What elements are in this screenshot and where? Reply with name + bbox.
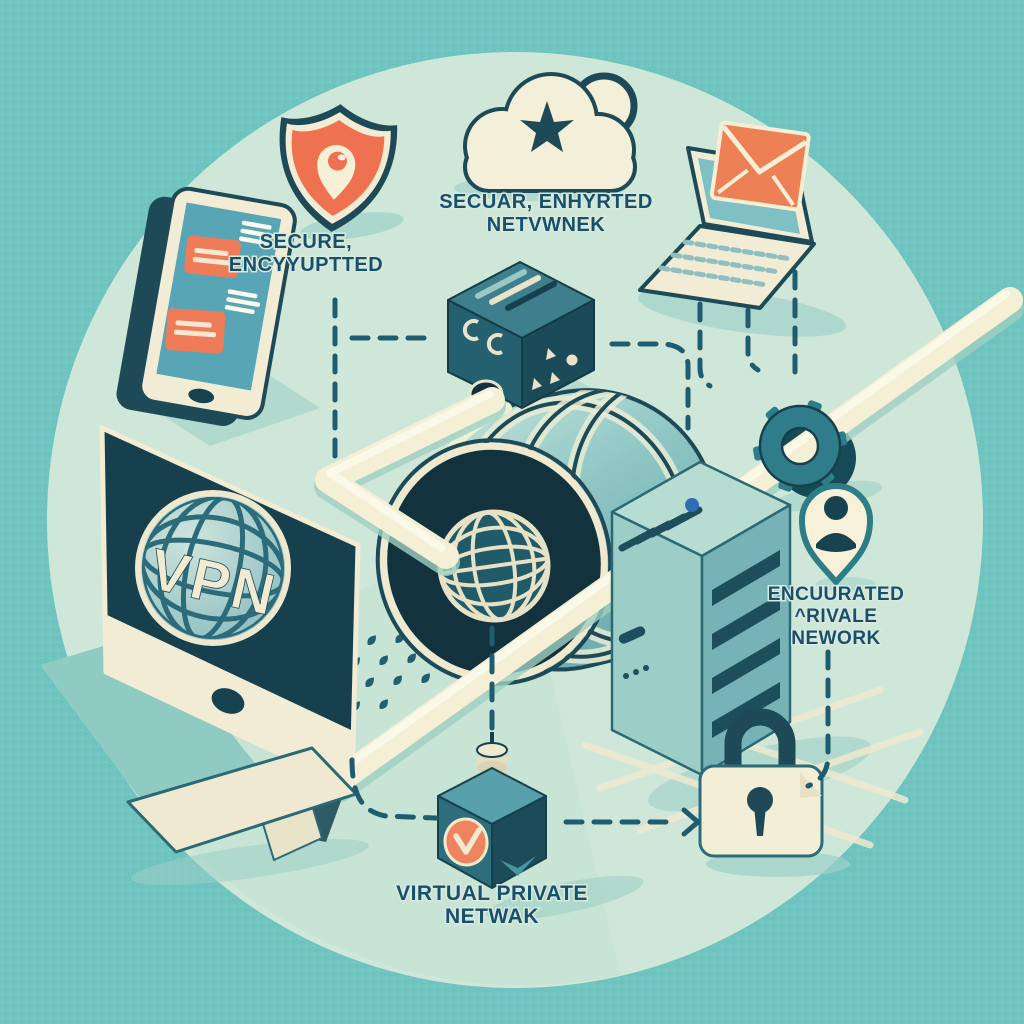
top-caption-line2: NETVWNEK xyxy=(487,214,606,236)
top-caption-line1: SECUAR, ENHYRTED xyxy=(439,191,653,213)
tablet-home-button xyxy=(188,388,215,404)
dashed-connectors xyxy=(332,269,831,825)
left-caption-line1: SECURE, xyxy=(260,231,352,253)
user-location-pin-icon xyxy=(799,483,873,585)
captions: SECURE, ENCYYUPTTED SECUAR, ENHYRTED NET… xyxy=(227,190,905,930)
cloud-star-icon xyxy=(463,72,638,193)
desktop-monitor-vpn-icon: VPN xyxy=(99,425,361,862)
monitor-button xyxy=(211,688,245,714)
server-indicator-dot xyxy=(685,498,699,512)
shield-location-icon xyxy=(279,104,398,232)
bottom-caption-line1: VIRTUAL PRIVATE xyxy=(396,882,588,905)
arrow-right-icon xyxy=(681,807,701,837)
down-chevron-icon xyxy=(500,856,536,876)
monitor-back-panel xyxy=(40,632,262,812)
vpn-emblem: VPN xyxy=(135,490,291,646)
right-caption-line3: NEWORK xyxy=(791,628,881,649)
padlock-icon xyxy=(698,708,824,858)
email-envelope-icon xyxy=(709,120,811,212)
power-adapter-icon xyxy=(447,261,595,409)
laptop-email-icon xyxy=(638,120,816,310)
right-caption-line2: ^RIVALE xyxy=(795,606,878,627)
star-glyph xyxy=(520,101,574,152)
cable-elbow xyxy=(314,387,506,576)
server-icon xyxy=(610,460,792,777)
tablet-icon xyxy=(116,186,297,426)
left-caption-line2: ENCYYUPTTED xyxy=(229,254,383,276)
right-caption-line1: ENCUURATED xyxy=(768,584,905,605)
bottom-caption-line2: NETWAK xyxy=(445,905,539,928)
gear-coupler-icon xyxy=(752,400,848,492)
checkmark-cube-icon xyxy=(437,732,547,889)
check-mark xyxy=(453,827,482,855)
